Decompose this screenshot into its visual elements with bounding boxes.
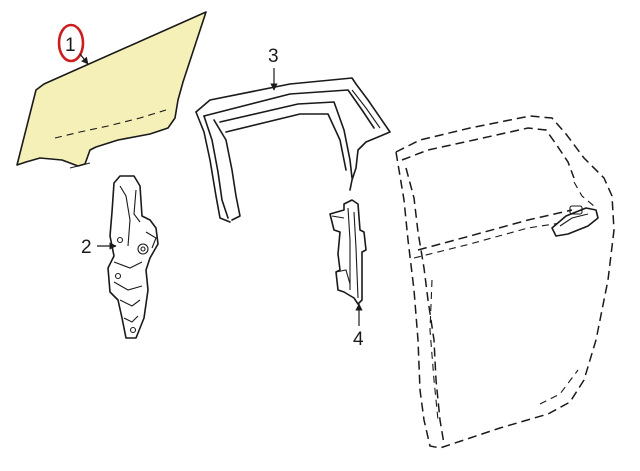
window-run-channel-part[interactable]	[195, 77, 391, 223]
door-handle-icon	[551, 205, 599, 237]
callout-3: 3	[268, 46, 279, 67]
callout-4: 4	[353, 329, 364, 350]
door-glass-part[interactable]	[16, 11, 207, 169]
rear-door-shell-outline	[395, 115, 615, 449]
callout-1: 1	[65, 35, 76, 56]
callout-2: 2	[81, 237, 92, 258]
highlight-circle-icon	[57, 23, 85, 63]
channel-bracket-part[interactable]	[329, 199, 367, 305]
leader-line-1	[79, 53, 89, 65]
window-regulator-part[interactable]	[107, 175, 159, 339]
